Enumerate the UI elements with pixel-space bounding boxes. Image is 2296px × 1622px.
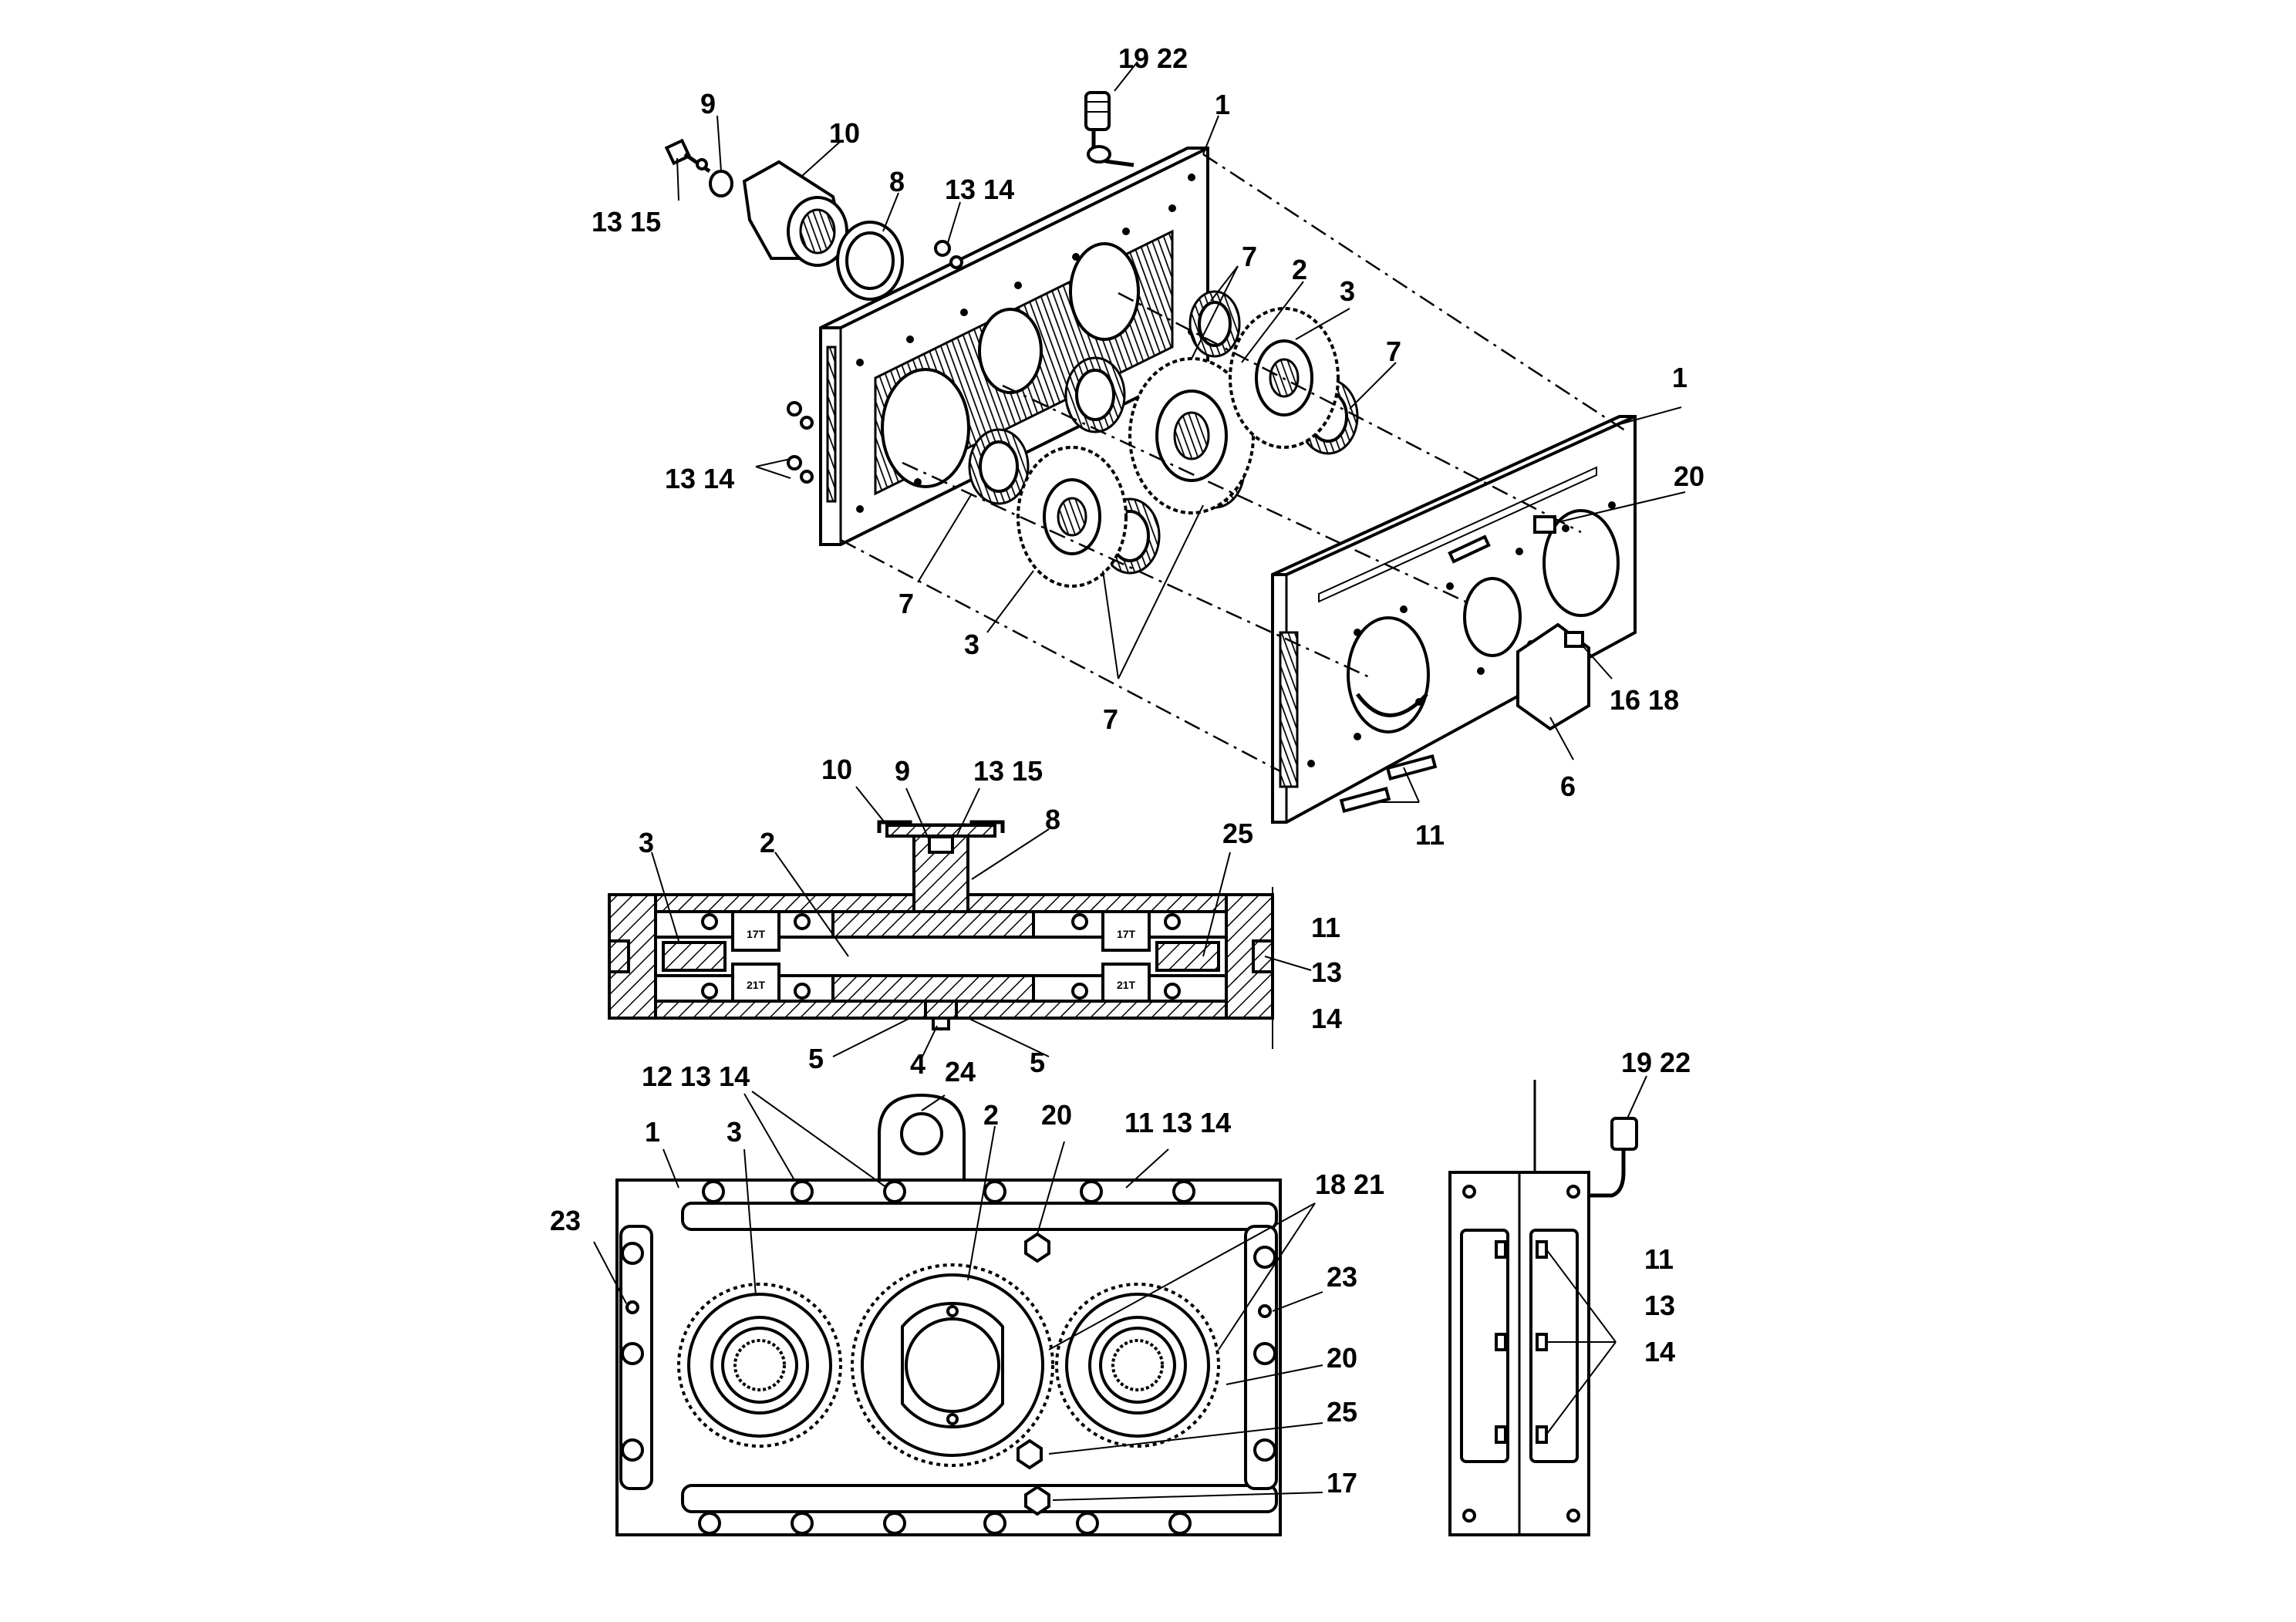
callout-e-7-a: 7 bbox=[1242, 241, 1257, 272]
callout-f-2: 2 bbox=[983, 1099, 999, 1131]
breather-fitting bbox=[1084, 91, 1135, 167]
callout-e-20: 20 bbox=[1674, 460, 1704, 492]
callout-s-13: 13 bbox=[1311, 956, 1342, 988]
bearing-7-a bbox=[968, 428, 1030, 505]
callout-s-13-15: 13 15 bbox=[973, 755, 1043, 787]
callout-e-10: 10 bbox=[829, 117, 860, 149]
tooth-label-right-top: 17T bbox=[1117, 928, 1136, 940]
side-leaders bbox=[1546, 1075, 1647, 1435]
callout-e-8: 8 bbox=[889, 166, 905, 197]
callout-d-19-22: 19 22 bbox=[1621, 1047, 1691, 1078]
callout-s-4: 4 bbox=[910, 1048, 925, 1080]
tooth-label-right-bottom: 21T bbox=[1117, 979, 1136, 991]
callout-f-18-21: 18 21 bbox=[1315, 1168, 1384, 1200]
callout-e-3-top: 3 bbox=[1340, 275, 1355, 307]
oil-seal bbox=[836, 221, 904, 301]
callout-e-13-15: 13 15 bbox=[592, 206, 661, 238]
callout-s-8: 8 bbox=[1045, 804, 1060, 835]
nuts-top bbox=[934, 240, 963, 269]
side-view bbox=[1448, 1075, 1647, 1536]
callout-e-9: 9 bbox=[700, 88, 716, 120]
callout-f-1: 1 bbox=[645, 1116, 660, 1148]
callout-s-2: 2 bbox=[760, 827, 775, 858]
callout-f-23-right: 23 bbox=[1327, 1261, 1357, 1293]
gear-3-bottom-exploded bbox=[1017, 446, 1128, 588]
front-view bbox=[593, 1091, 1323, 1536]
callout-f-23-left: 23 bbox=[550, 1205, 581, 1236]
nuts-left bbox=[787, 401, 814, 484]
callout-labels: 19 22 1 9 10 13 15 8 13 14 7 2 3 7 1 20 … bbox=[550, 42, 1704, 1499]
bolts-11 bbox=[1339, 754, 1438, 813]
callout-e-11: 11 bbox=[1415, 819, 1445, 851]
front-gear-3-right bbox=[1055, 1283, 1220, 1448]
tooth-label-left-bottom: 21T bbox=[747, 979, 766, 991]
exploded-leaders bbox=[676, 61, 1686, 803]
callout-s-14: 14 bbox=[1311, 1003, 1342, 1034]
callout-e-19-22: 19 22 bbox=[1118, 42, 1188, 74]
callout-e-6: 6 bbox=[1560, 771, 1576, 802]
callout-e-1-right: 1 bbox=[1672, 362, 1687, 393]
callout-e-7-bottom: 7 bbox=[1103, 703, 1118, 735]
section-view: 17T 21T 17T 21T bbox=[608, 786, 1312, 1059]
callout-e-2: 2 bbox=[1292, 254, 1307, 285]
bearing-7-b bbox=[1064, 356, 1126, 433]
front-leaders bbox=[593, 1091, 1323, 1501]
callout-e-7-left: 7 bbox=[899, 588, 914, 619]
gear-2-exploded bbox=[1128, 357, 1255, 514]
section-leaders bbox=[651, 786, 1312, 1059]
callout-f-24: 24 bbox=[945, 1056, 976, 1088]
callout-s-5-right: 5 bbox=[1030, 1047, 1045, 1078]
housing-half-front bbox=[1271, 415, 1637, 824]
callout-f-20-top: 20 bbox=[1041, 1099, 1072, 1131]
bearing-7-c bbox=[1188, 290, 1241, 358]
exploded-view bbox=[664, 61, 1686, 824]
callout-f-20-right: 20 bbox=[1327, 1342, 1357, 1374]
washer-and-bolt bbox=[664, 138, 733, 197]
callout-d-14: 14 bbox=[1644, 1336, 1675, 1367]
callout-f-11-13-14: 11 13 14 bbox=[1124, 1107, 1231, 1138]
callout-e-13-14-left: 13 14 bbox=[665, 463, 734, 494]
callout-d-11: 11 bbox=[1644, 1243, 1674, 1275]
front-gear-3 bbox=[677, 1283, 842, 1448]
callout-f-12-13-14: 12 13 14 bbox=[642, 1061, 750, 1092]
front-gear-2 bbox=[851, 1263, 1054, 1467]
callout-d-13: 13 bbox=[1644, 1290, 1675, 1321]
housing-half-rear bbox=[819, 147, 1209, 546]
callout-e-7-b: 7 bbox=[1386, 336, 1401, 367]
callout-e-3-bottom: 3 bbox=[964, 629, 979, 660]
front-bolt-holes bbox=[621, 1180, 1276, 1535]
callout-e-1-top: 1 bbox=[1215, 89, 1230, 120]
tooth-label-left-top: 17T bbox=[747, 928, 766, 940]
callout-e-13-14-top: 13 14 bbox=[945, 174, 1014, 205]
yoke bbox=[742, 160, 848, 267]
callout-s-5-left: 5 bbox=[808, 1043, 824, 1074]
callout-s-10: 10 bbox=[821, 754, 852, 785]
callout-s-11: 11 bbox=[1311, 912, 1340, 943]
callout-f-3: 3 bbox=[727, 1116, 742, 1148]
cover-plate bbox=[1516, 622, 1590, 731]
callout-s-9: 9 bbox=[895, 755, 910, 787]
callout-f-17: 17 bbox=[1327, 1467, 1357, 1499]
callout-s-25: 25 bbox=[1222, 818, 1253, 849]
callout-f-25: 25 bbox=[1327, 1396, 1357, 1428]
callout-s-3: 3 bbox=[639, 827, 654, 858]
callout-e-16-18: 16 18 bbox=[1610, 684, 1679, 716]
